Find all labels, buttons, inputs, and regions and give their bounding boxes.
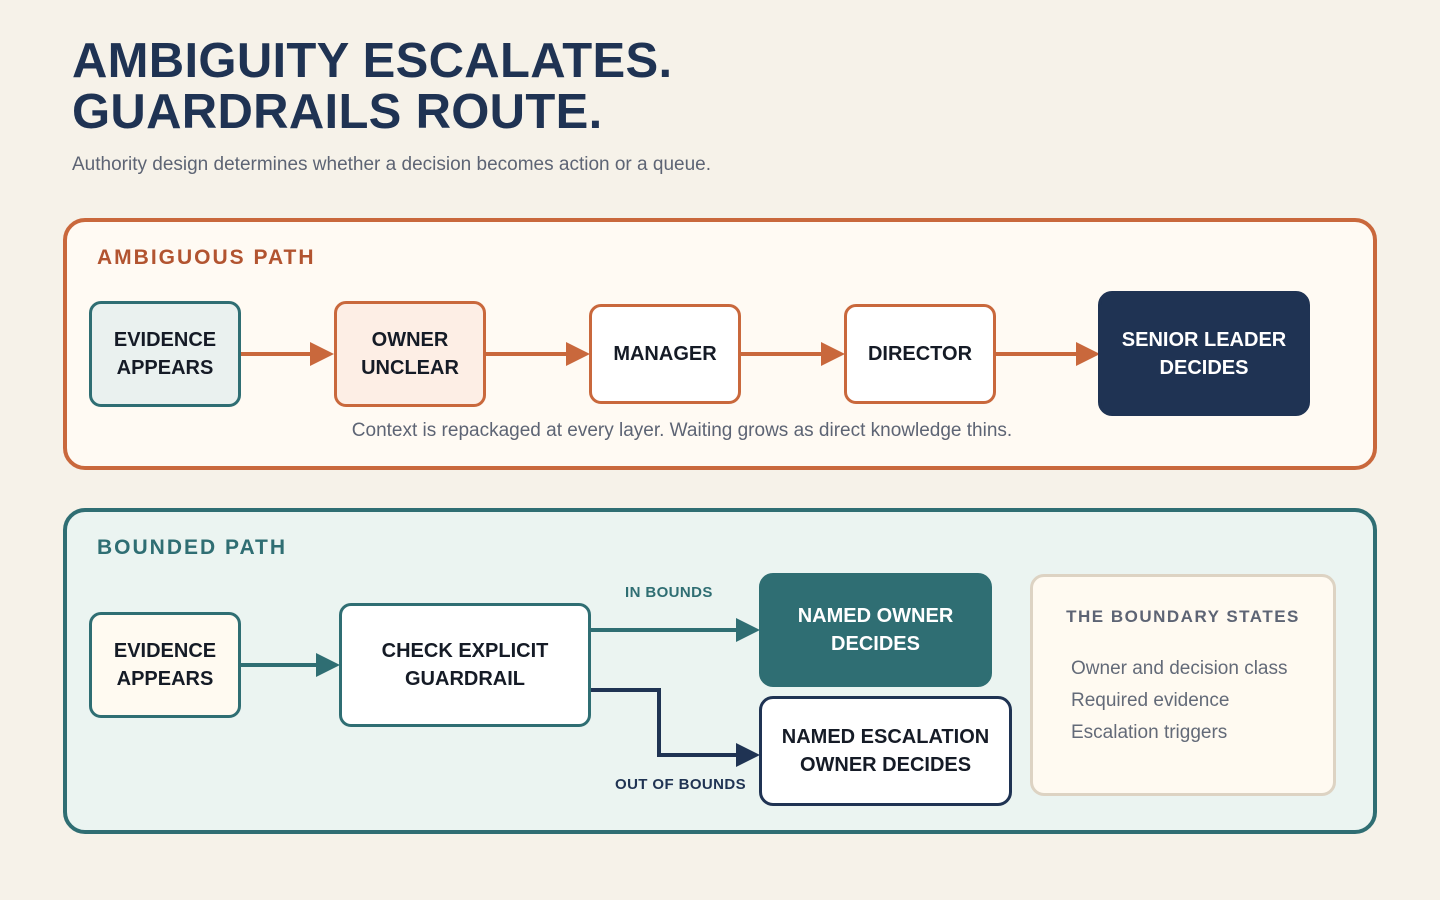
bounded-node-escalation-owner: NAMED ESCALATION OWNER DECIDES <box>759 696 1012 806</box>
bounded-node-guardrail: CHECK EXPLICIT GUARDRAIL <box>339 603 591 727</box>
ambiguous-path-label: AMBIGUOUS PATH <box>97 246 316 269</box>
boundary-card-title: THE BOUNDARY STATES <box>1066 607 1300 626</box>
ambiguous-node-manager: MANAGER <box>589 304 741 404</box>
ambiguous-node-senior-leader: SENIOR LEADER DECIDES <box>1098 291 1310 416</box>
title-line-1: AMBIGUITY ESCALATES. <box>72 34 673 88</box>
in-bounds-label: IN BOUNDS <box>625 584 713 601</box>
boundary-list: Owner and decision class Required eviden… <box>1071 657 1288 753</box>
boundary-item-triggers: Escalation triggers <box>1071 722 1228 743</box>
ambiguous-node-director: DIRECTOR <box>844 304 996 404</box>
ambiguous-path-note: Context is repackaged at every layer. Wa… <box>351 420 1013 441</box>
out-of-bounds-label: OUT OF BOUNDS <box>615 776 747 793</box>
boundary-item-evidence: Required evidence <box>1071 690 1230 711</box>
page-subtitle: Authority design determines whether a de… <box>72 154 711 175</box>
ambiguous-node-owner-unclear: OWNER UNCLEAR <box>334 301 486 407</box>
ambiguous-node-evidence: EVIDENCE APPEARS <box>89 301 241 407</box>
boundary-card: THE BOUNDARY STATES Owner and decision c… <box>1030 574 1336 796</box>
page-title: AMBIGUITY ESCALATES. GUARDRAILS ROUTE. <box>72 36 672 138</box>
bounded-node-named-owner: NAMED OWNER DECIDES <box>759 573 992 687</box>
title-line-2: GUARDRAILS ROUTE. <box>72 85 603 139</box>
bounded-path-label: BOUNDED PATH <box>97 536 288 559</box>
boundary-item-owner: Owner and decision class <box>1071 658 1288 679</box>
bounded-node-evidence: EVIDENCE APPEARS <box>89 612 241 718</box>
